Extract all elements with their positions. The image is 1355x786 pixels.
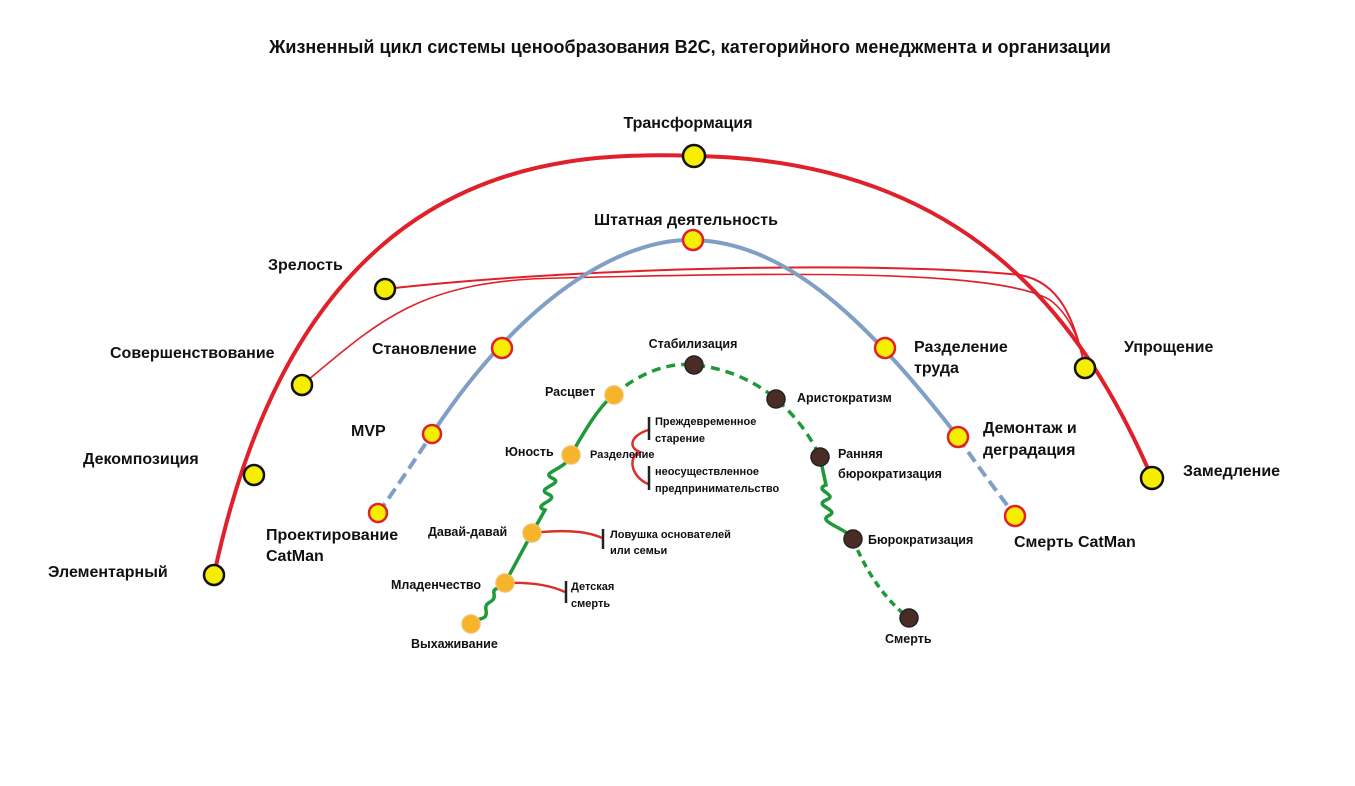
label-aristocracy: Аристократизм bbox=[797, 391, 892, 405]
label-premature-aging-line2: старение bbox=[655, 433, 705, 445]
label-simplification: Упрощение bbox=[1124, 339, 1213, 356]
label-division-line1: Разделение bbox=[914, 339, 1008, 356]
node-slowdown bbox=[1139, 465, 1165, 491]
label-unrealized-line2: предпринимательство bbox=[655, 483, 779, 495]
label-infant-death-line2: смерть bbox=[571, 598, 610, 610]
label-nursing: Выхаживание bbox=[411, 637, 498, 651]
node-gogo bbox=[522, 523, 542, 543]
label-elementary: Элементарный bbox=[48, 564, 168, 581]
label-gogo: Давай-давай bbox=[428, 525, 507, 539]
node-design bbox=[367, 502, 389, 524]
node-dismantle bbox=[946, 425, 970, 449]
diagram-title: Жизненный цикл системы ценообразования B… bbox=[268, 37, 1111, 57]
middle-arc-dashed-left bbox=[376, 432, 434, 515]
maturity-link bbox=[384, 266, 1086, 369]
label-dismantle-line1: Демонтаж и bbox=[983, 420, 1077, 437]
label-decomposition: Декомпозиция bbox=[83, 451, 199, 468]
label-stabilization: Стабилизация bbox=[649, 337, 738, 351]
label-bureaucracy: Бюрократизация bbox=[868, 533, 973, 547]
node-prime bbox=[604, 385, 624, 405]
label-division-line2: труда bbox=[914, 360, 959, 377]
division-branch bbox=[631, 428, 649, 486]
middle-arc-dashed-right bbox=[956, 435, 1017, 518]
node-stabilization bbox=[684, 355, 704, 375]
node-bureaucracy bbox=[843, 529, 863, 549]
node-elementary bbox=[202, 563, 226, 587]
node-youth bbox=[561, 445, 581, 465]
node-formation bbox=[490, 336, 514, 360]
node-regular bbox=[681, 228, 705, 252]
label-transformation: Трансформация bbox=[623, 115, 752, 132]
label-division: Разделение bbox=[590, 449, 655, 461]
node-nursing bbox=[461, 614, 481, 634]
label-design-line2: CatMan bbox=[266, 548, 324, 565]
label-early-bureaucracy-line2: бюрократизация bbox=[838, 467, 942, 481]
label-improvement: Совершенствование bbox=[110, 345, 275, 362]
green-line-2 bbox=[569, 393, 616, 456]
label-maturity: Зрелость bbox=[268, 257, 343, 274]
green-dashed-top bbox=[612, 362, 822, 458]
founder-trap-branch bbox=[531, 529, 603, 540]
label-youth: Юность bbox=[505, 445, 554, 459]
label-mvp: MVP bbox=[351, 423, 386, 440]
node-decomposition bbox=[242, 463, 266, 487]
label-formation: Становление bbox=[372, 341, 477, 358]
label-design-line1: Проектирование bbox=[266, 527, 398, 544]
node-maturity bbox=[373, 277, 397, 301]
node-mvp bbox=[421, 423, 443, 445]
label-dismantle-line2: деградация bbox=[983, 442, 1075, 459]
label-infant-death-line1: Детская bbox=[571, 581, 614, 593]
label-premature-aging-line1: Преждевременное bbox=[655, 416, 756, 428]
node-early-bureaucracy bbox=[810, 447, 830, 467]
improvement-link bbox=[301, 273, 1086, 386]
outer-nodes bbox=[202, 143, 1165, 587]
green-dashed-bottom bbox=[851, 538, 911, 620]
node-aristocracy bbox=[766, 389, 786, 409]
label-infancy: Младенчество bbox=[391, 578, 481, 592]
label-prime: Расцвет bbox=[545, 385, 595, 399]
label-founder-trap-line2: или семьи bbox=[610, 545, 667, 557]
inner-nodes bbox=[461, 355, 919, 634]
node-death bbox=[899, 608, 919, 628]
label-catman-death: Смерть CatMan bbox=[1014, 534, 1136, 551]
label-slowdown: Замедление bbox=[1183, 463, 1280, 480]
green-squiggle-3 bbox=[818, 456, 855, 541]
node-division-of-labor bbox=[873, 336, 897, 360]
green-squiggle-2 bbox=[530, 454, 573, 534]
middle-nodes bbox=[367, 228, 1027, 528]
node-infancy bbox=[495, 573, 515, 593]
label-regular: Штатная деятельность bbox=[594, 212, 778, 229]
label-unrealized-line1: неосуществленное bbox=[655, 466, 759, 478]
label-death: Смерть bbox=[885, 632, 932, 646]
node-transformation bbox=[681, 143, 707, 169]
node-improvement bbox=[290, 373, 314, 397]
label-early-bureaucracy-line1: Ранняя bbox=[838, 447, 883, 461]
node-simplification bbox=[1073, 356, 1097, 380]
label-founder-trap-line1: Ловушка основателей bbox=[610, 529, 731, 541]
node-catman-death bbox=[1003, 504, 1027, 528]
